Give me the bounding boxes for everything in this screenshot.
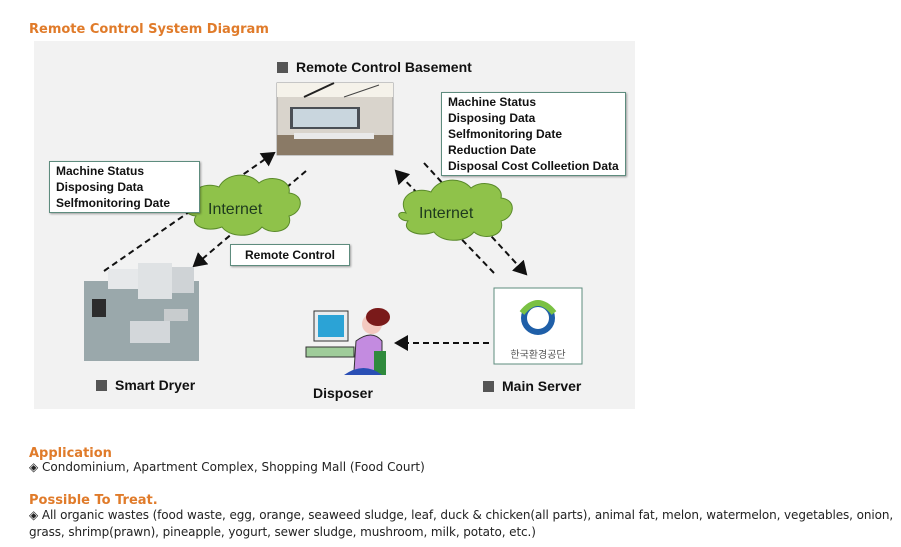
smart-dryer-image [84, 263, 199, 361]
treat-heading: Possible To Treat. [29, 493, 158, 508]
right-data-item: Disposing Data [448, 111, 536, 125]
smart-dryer-label-text: Smart Dryer [115, 377, 196, 393]
server-logo-text: 한국환경공단 [510, 348, 565, 361]
disposer-image [305, 308, 390, 375]
right-data-item: Reduction Date [448, 143, 537, 157]
main-server-label: Main Server [483, 378, 581, 394]
left-data-box: Machine Status Disposing Data Selfmonito… [49, 161, 200, 213]
disposer-label: Disposer [313, 385, 373, 401]
basement-label-text: Remote Control Basement [296, 59, 472, 75]
remote-control-label: Remote Control [245, 248, 335, 262]
control-room-image [276, 82, 394, 156]
left-data-item: Disposing Data [56, 180, 144, 194]
internet-cloud-left: Internet [186, 174, 301, 236]
square-bullet-icon [483, 381, 494, 392]
treat-text: ◈ All organic wastes (food waste, egg, o… [29, 508, 894, 539]
right-data-item: Machine Status [448, 95, 537, 109]
basement-label: Remote Control Basement [277, 59, 472, 75]
diagram-graphics: Internet Internet [84, 82, 583, 375]
main-server-logo: 한국환경공단 [493, 287, 583, 365]
application-text: ◈ Condominium, Apartment Complex, Shoppi… [29, 460, 425, 474]
right-data-item: Selfmonitoring Date [448, 127, 563, 141]
diagram-title: Remote Control System Diagram [29, 22, 269, 37]
main-server-label-text: Main Server [502, 378, 582, 394]
right-data-box: Machine Status Disposing Data Selfmonito… [441, 92, 626, 176]
left-data-item: Machine Status [56, 164, 145, 178]
remote-control-box: Remote Control [230, 244, 350, 266]
square-bullet-icon [277, 62, 288, 73]
cloud-label-right: Internet [419, 205, 474, 222]
right-data-item: Disposal Cost Colleetion Data [448, 159, 619, 173]
left-data-item: Selfmonitoring Date [56, 196, 171, 210]
square-bullet-icon [96, 380, 107, 391]
application-heading: Application [29, 446, 112, 461]
smart-dryer-label: Smart Dryer [96, 377, 195, 393]
internet-cloud-right: Internet [398, 179, 513, 241]
cloud-label-left: Internet [208, 201, 263, 218]
system-diagram: Internet Internet [34, 41, 635, 409]
